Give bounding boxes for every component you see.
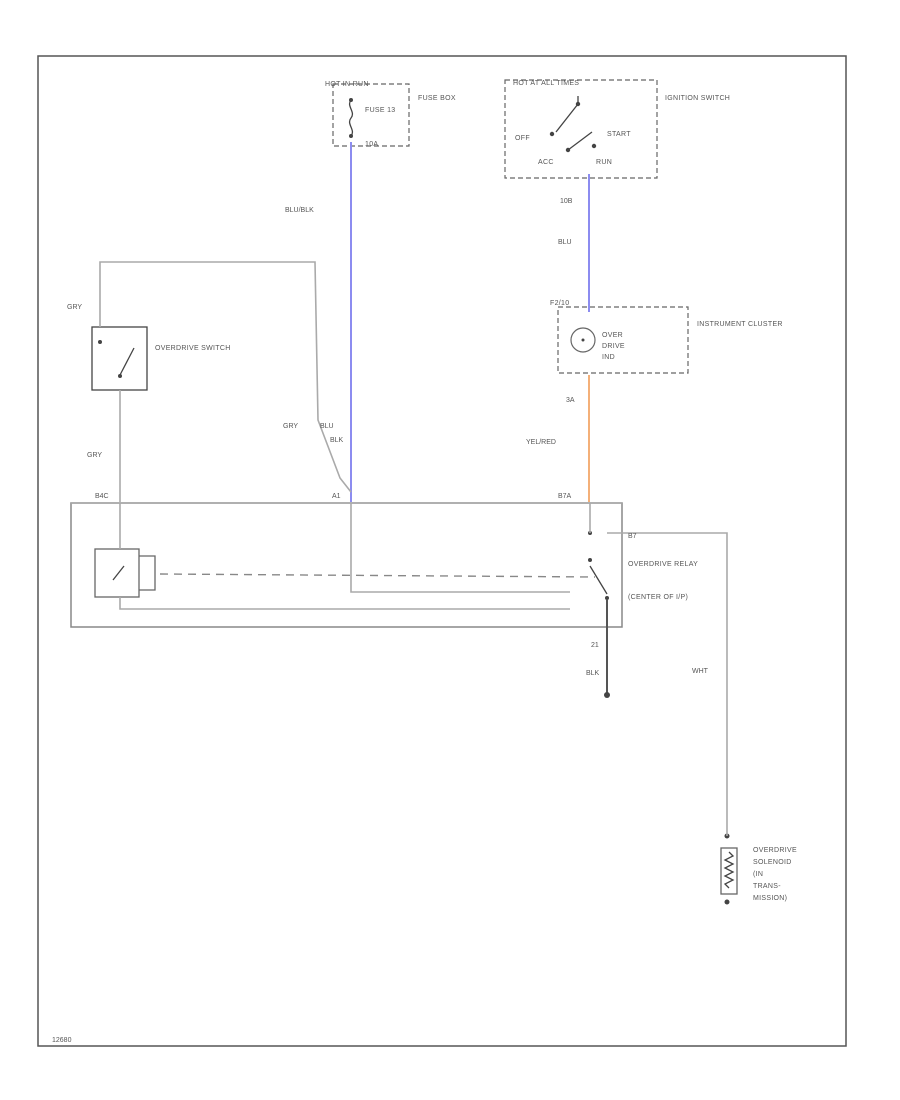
- fuse-box-label: FUSE BOX: [418, 95, 456, 102]
- pin-relay-2: A1: [332, 493, 341, 500]
- diagram-frame: [37, 55, 847, 1047]
- indicator-label-1: OVER: [602, 332, 623, 339]
- fuse-id-label: FUSE 13: [365, 107, 396, 114]
- fuse-box: HOT IN RUN FUSE BOX FUSE 13 10A: [325, 81, 456, 148]
- ignition-acc-label: ACC: [538, 159, 554, 166]
- instrument-cluster-label: INSTRUMENT CLUSTER: [697, 321, 783, 328]
- label-blu-mid: BLU: [320, 423, 334, 430]
- od-switch-contact-2: [118, 374, 122, 378]
- relay-coil-extension: [139, 555, 156, 591]
- wire-gry-loop: [99, 261, 352, 493]
- od-switch-contact-1: [98, 340, 102, 344]
- ignition-arm-2: [567, 131, 593, 151]
- relay-internal-feed: [350, 503, 570, 593]
- drawing-id: 12680: [52, 1037, 72, 1044]
- solenoid-coil: [723, 851, 735, 889]
- overdrive-solenoid: OVERDRIVE SOLENOID (IN TRANS- MISSION): [720, 833, 797, 905]
- ignition-off-label: OFF: [515, 135, 530, 142]
- solenoid-label-4: TRANS-: [753, 883, 781, 890]
- instrument-cluster: INSTRUMENT CLUSTER F2/10 OVER DRIVE IND: [550, 300, 783, 374]
- relay-linkage-dashed: [159, 573, 596, 578]
- fuse-terminal-bottom: [349, 134, 353, 138]
- indicator-center: [581, 338, 585, 342]
- label-gry-top: GRY: [67, 304, 82, 311]
- ignition-switch-label: IGNITION SWITCH: [665, 95, 730, 102]
- od-switch-arm: [119, 347, 135, 376]
- relay-location-label: (CENTER OF I/P): [628, 594, 688, 601]
- solenoid-body: [720, 847, 738, 895]
- pin-relay-4: B7: [628, 533, 637, 540]
- indicator-label-2: DRIVE: [602, 343, 625, 350]
- overdrive-indicator-lamp: [570, 327, 596, 353]
- label-blk-ground: BLK: [586, 670, 600, 677]
- ignition-contact-run: [591, 143, 597, 149]
- ignition-header-label: HOT AT ALL TIMES: [513, 80, 579, 87]
- label-gry-left: GRY: [87, 452, 102, 459]
- solenoid-terminal-bottom: [724, 899, 730, 905]
- pin-cluster-out: 3A: [566, 397, 575, 404]
- relay-coil-diode: [112, 565, 125, 581]
- ignition-start-label: START: [607, 131, 631, 138]
- label-blu-ign: BLU: [558, 239, 572, 246]
- label-yel-red: YEL/RED: [526, 439, 556, 446]
- solenoid-label-1: OVERDRIVE: [753, 847, 797, 854]
- wire-wht: [607, 532, 728, 836]
- solenoid-label-2: SOLENOID: [753, 859, 792, 866]
- label-blu-blk: BLU/BLK: [285, 207, 314, 214]
- solenoid-label-5: MISSION): [753, 895, 787, 902]
- relay-coil: [94, 548, 140, 598]
- fuse-symbol: [348, 99, 354, 137]
- overdrive-switch-outline: [91, 326, 148, 391]
- solenoid-label-3: (IN: [753, 871, 763, 878]
- overdrive-switch: OVERDRIVE SWITCH: [91, 326, 231, 391]
- fuse-box-outline: [332, 83, 410, 147]
- instrument-cluster-outline: [557, 306, 689, 374]
- relay-contact-arm: [589, 565, 608, 595]
- ground-point: [604, 692, 610, 698]
- pin-relay-5: 21: [591, 642, 599, 649]
- relay-internal-return: [119, 503, 570, 610]
- fuse-amp-label: 10A: [365, 141, 378, 148]
- ignition-run-label: RUN: [596, 159, 612, 166]
- label-wht: WHT: [692, 668, 709, 675]
- label-blk-mid: BLK: [330, 437, 344, 444]
- indicator-label-3: IND: [602, 354, 615, 361]
- ignition-switch-outline: [504, 79, 658, 179]
- overdrive-switch-label: OVERDRIVE SWITCH: [155, 345, 231, 352]
- pin-relay-1: B4C: [95, 493, 109, 500]
- ignition-switch: HOT AT ALL TIMES IGNITION SWITCH OFF STA…: [504, 79, 730, 179]
- fuse-header-label: HOT IN RUN: [325, 81, 369, 88]
- cluster-pin-in: F2/10: [550, 300, 569, 307]
- pin-ign: 10B: [560, 198, 573, 205]
- pin-relay-3: B7A: [558, 493, 572, 500]
- ignition-arm-1: [555, 103, 579, 133]
- overdrive-relay: OVERDRIVE RELAY (CENTER OF I/P): [70, 502, 698, 628]
- ignition-contact-acc: [549, 131, 555, 137]
- relay-contact-3: [605, 596, 609, 600]
- label-gry-mid: GRY: [283, 423, 298, 430]
- overdrive-relay-label: OVERDRIVE RELAY: [628, 561, 698, 568]
- relay-contact-2: [588, 558, 592, 562]
